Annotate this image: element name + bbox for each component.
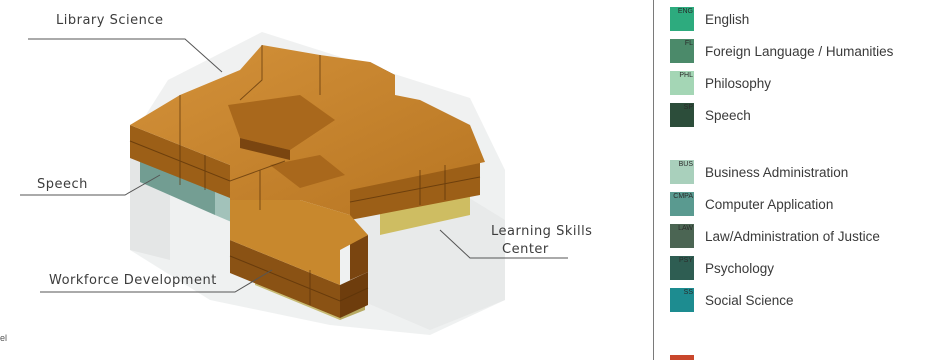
callout-learning-skills-line2: Center	[502, 242, 549, 257]
philosophy-swatch: PHL	[670, 71, 694, 95]
building-diagram	[20, 32, 568, 335]
callout-workforce-development: Workforce Development	[49, 273, 217, 288]
legend-item-computer-application: CMPA Computer Application	[670, 190, 833, 218]
legend-divider	[653, 0, 654, 360]
law-swatch: LAW	[670, 224, 694, 248]
legend-label: English	[705, 11, 750, 27]
social-science-swatch: SS	[670, 288, 694, 312]
swatch-code: PSY	[678, 257, 693, 264]
floor-lines	[129, 45, 481, 305]
legend-label: Speech	[705, 107, 751, 123]
callout-learning-skills-line1: Learning Skills	[491, 224, 593, 239]
legend-label: Philosophy	[705, 75, 772, 91]
legend-item-psychology: PSY Psychology	[670, 254, 774, 282]
swatch-code: SS	[683, 289, 693, 296]
callout-speech: Speech	[37, 177, 88, 192]
upper-floors-tops	[130, 45, 485, 285]
legend-item-social-science: SS Social Science	[670, 286, 794, 314]
foreign-language-swatch: FL	[670, 39, 694, 63]
legend-label: Foreign Language / Humanities	[705, 43, 894, 59]
legend-item-philosophy: PHL Philosophy	[670, 69, 771, 97]
business-administration-swatch: BUS	[670, 160, 694, 184]
swatch-code: LAW	[678, 225, 693, 232]
legend-item-business-administration: BUS Business Administration	[670, 158, 848, 186]
swatch-code: CMPA	[673, 193, 693, 200]
legend-label: Psychology	[705, 260, 775, 276]
legend-item-english: ENG English	[670, 5, 749, 33]
swatch-code: BUS	[678, 161, 693, 168]
speech-swatch: SP	[670, 103, 694, 127]
cropped-text-fragment: el	[0, 333, 8, 343]
legend-label: Business Administration	[705, 164, 849, 180]
callout-lines	[20, 38, 568, 293]
swatch-code: PHL	[679, 72, 693, 79]
computer-application-swatch: CMPA	[670, 192, 694, 216]
legend-label: Law/Administration of Justice	[705, 228, 880, 244]
swatch-code: ENG	[677, 8, 693, 15]
swatch-code: SP	[683, 104, 693, 111]
partial-swatch	[670, 355, 694, 360]
legend-item-law-administration-of-justice: LAW Law/Administration of Justice	[670, 222, 880, 250]
legend-item-speech: SP Speech	[670, 101, 751, 129]
callout-library-science: Library Science	[56, 13, 164, 28]
swatch-code: FL	[684, 40, 693, 47]
psychology-swatch: PSY	[670, 256, 694, 280]
legend-label: Social Science	[705, 292, 794, 308]
legend-label: Computer Application	[705, 196, 834, 212]
legend-item-foreign-language: FL Foreign Language / Humanities	[670, 37, 893, 65]
english-swatch: ENG	[670, 7, 694, 31]
